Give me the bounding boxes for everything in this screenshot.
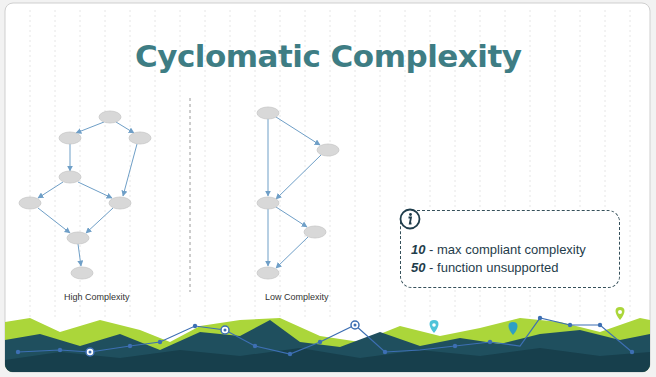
callout-line: 50 - function unsupported (411, 259, 586, 277)
threshold-number: 50 (411, 260, 425, 275)
threshold-text: - max compliant complexity (429, 242, 586, 257)
graph-caption: High Complexity (64, 292, 130, 302)
info-icon (399, 208, 421, 230)
slide-title: Cyclomatic Complexity (135, 38, 521, 74)
graph-caption: Low Complexity (265, 292, 329, 302)
threshold-number: 10 (411, 242, 425, 257)
threshold-text: - function unsupported (429, 260, 558, 275)
info-callout: 10 - max compliant complexity50 - functi… (400, 210, 620, 288)
callout-line: 10 - max compliant complexity (411, 241, 586, 259)
callout-body: 10 - max compliant complexity50 - functi… (411, 241, 586, 277)
